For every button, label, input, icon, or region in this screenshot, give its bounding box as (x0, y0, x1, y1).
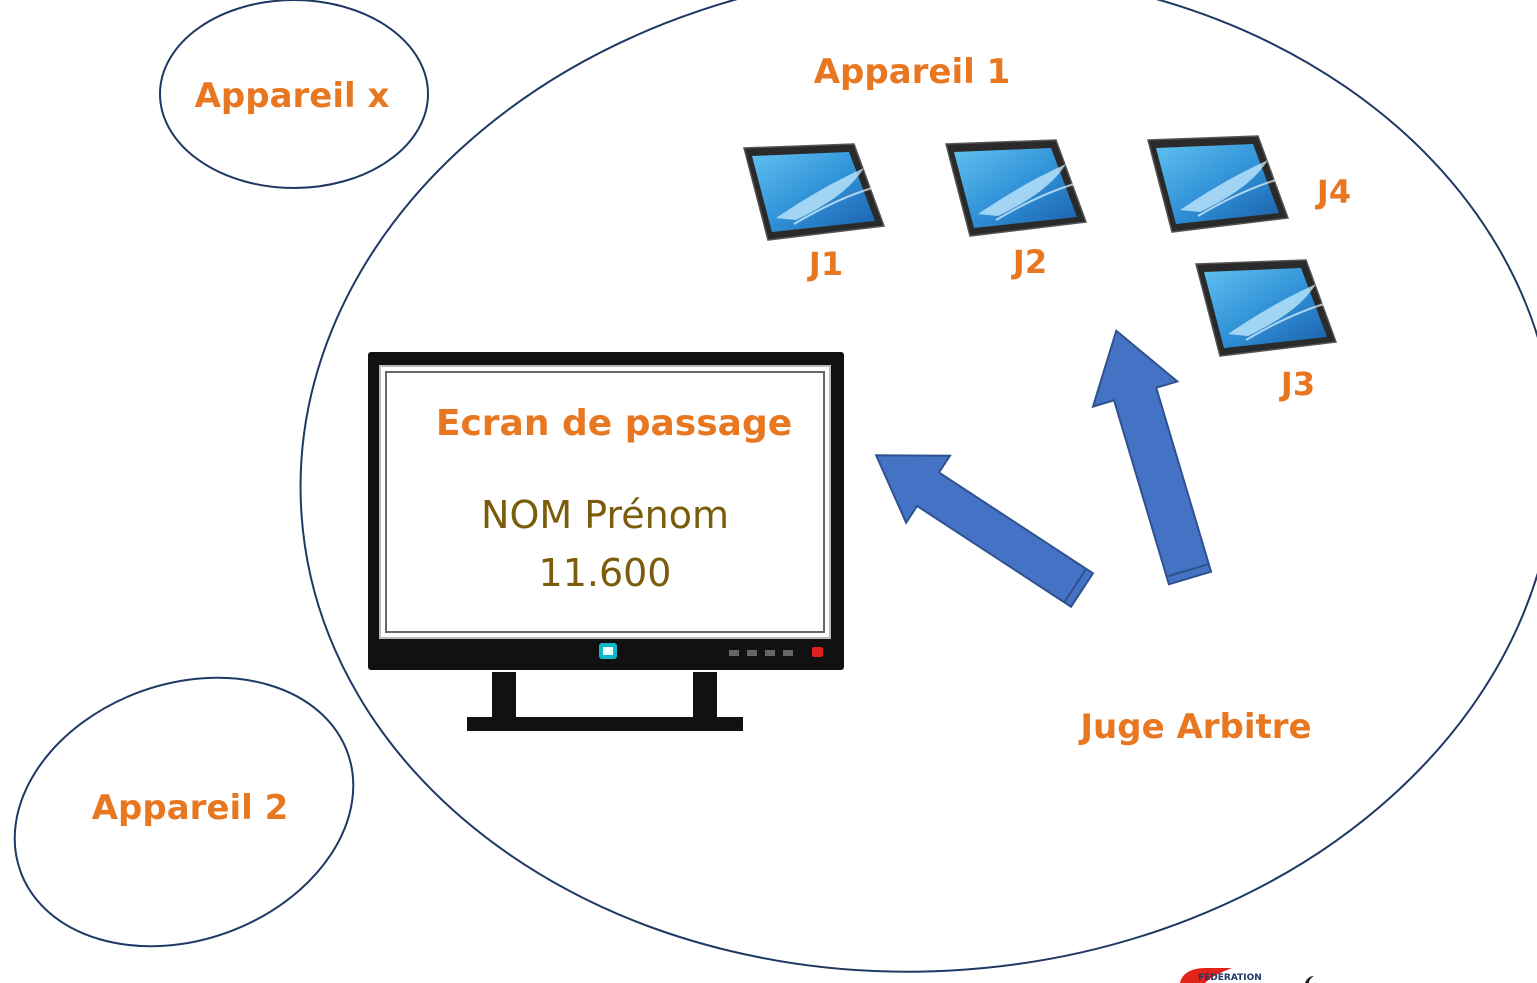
appareil-2-zone (13, 676, 355, 948)
appareil-1-zone (299, 0, 1537, 973)
federation-logo: FÉDÉRATION (1180, 968, 1314, 983)
federation-logo-text: FÉDÉRATION (1198, 971, 1262, 983)
appareil-1-label: Appareil 1 (813, 52, 1011, 92)
juge-arbitre-label: Juge Arbitre (1080, 707, 1312, 747)
judge-label-j1: J1 (808, 245, 844, 283)
appareil-2-label: Appareil 2 (91, 788, 289, 828)
appareil-x-zone (159, 0, 429, 189)
monitor-icon (368, 352, 844, 731)
tablet-icon (1147, 135, 1289, 233)
arrow-icon (1091, 329, 1213, 586)
tablet-icon (945, 139, 1087, 237)
appareil-x-label: Appareil x (194, 76, 390, 116)
judge-label-j4: J4 (1316, 173, 1352, 211)
athlete-score: 11.600 (538, 551, 672, 595)
arrow-icon (874, 454, 1095, 609)
tablet-icon (1195, 259, 1337, 357)
screen-title: Ecran de passage (435, 403, 793, 444)
judge-label-j3: J3 (1280, 365, 1316, 403)
athlete-name: NOM Prénom (481, 493, 729, 537)
tablet-icon (743, 143, 885, 241)
judge-label-j2: J2 (1012, 243, 1048, 281)
